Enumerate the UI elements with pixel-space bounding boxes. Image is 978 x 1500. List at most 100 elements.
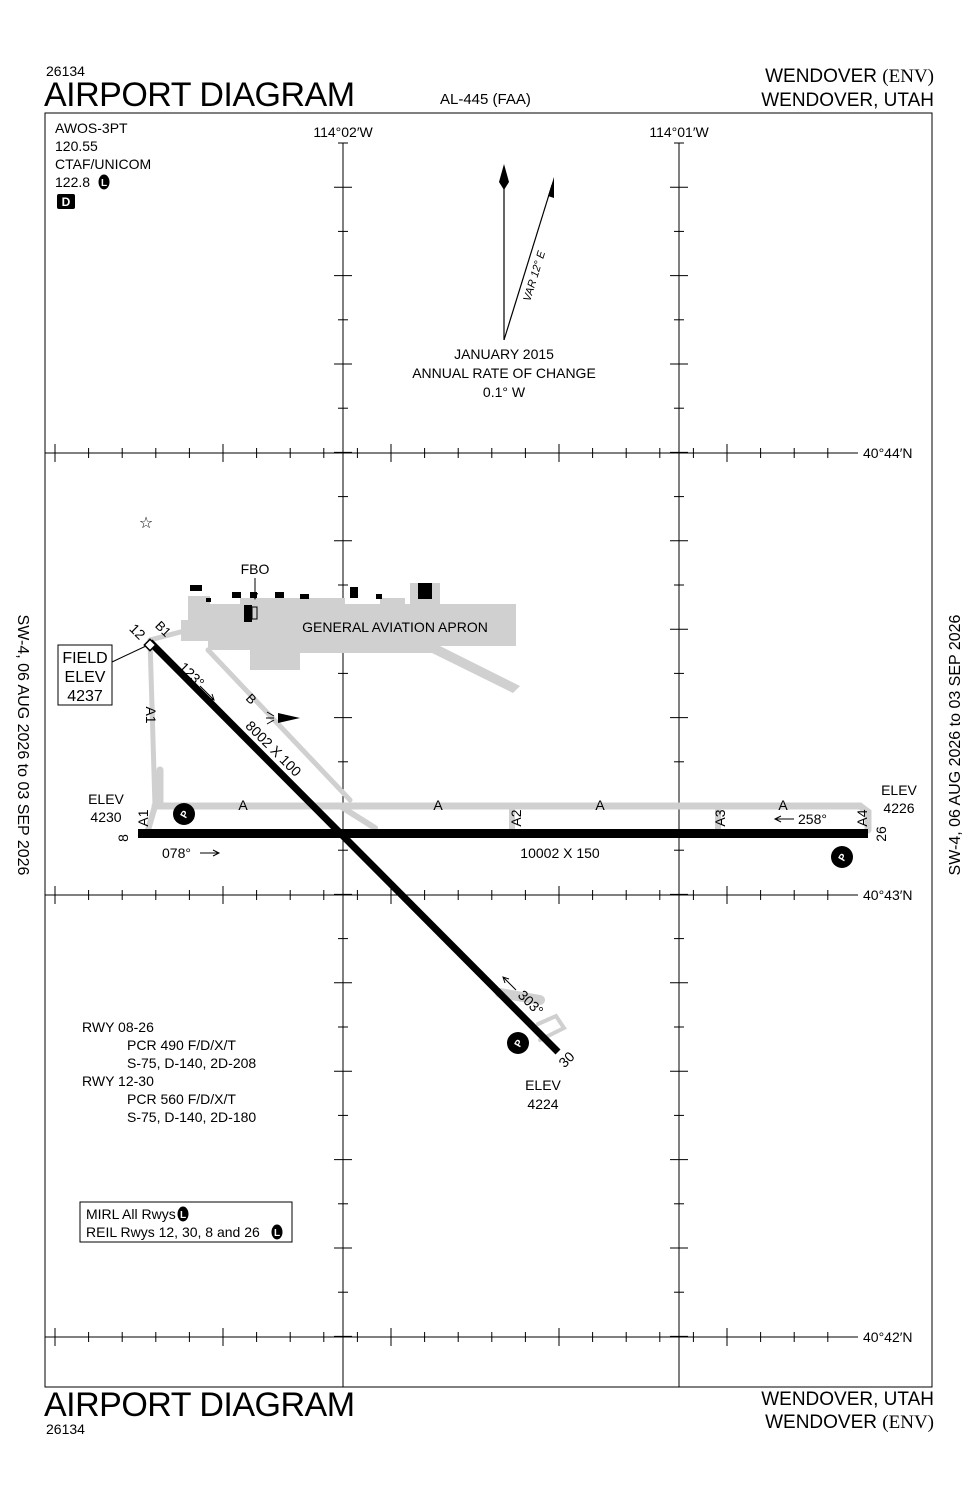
airport-code: (ENV) xyxy=(882,66,934,87)
taxiway-a1-label: A1 xyxy=(135,809,151,826)
elevation-label-rwy30: ELEV xyxy=(525,1077,561,1093)
elevation-value-rwy26: 4226 xyxy=(883,800,914,816)
buildings xyxy=(190,583,432,622)
building xyxy=(376,594,382,599)
taxiway-a2-label: A2 xyxy=(508,809,524,826)
elevation-label-rwy8: ELEV xyxy=(88,791,124,807)
runway-12-threshold xyxy=(143,638,157,652)
field-elevation-value: 4237 xyxy=(67,688,103,705)
runway-08-26 xyxy=(138,829,868,838)
field-elevation-leader xyxy=(111,645,147,663)
taxiway-connector-mid xyxy=(337,803,378,831)
airport-name-bottom: WENDOVER (ENV) xyxy=(765,1412,934,1434)
parking-letter: P xyxy=(513,1038,526,1050)
chart-id: AL-445 (FAA) xyxy=(440,91,531,108)
elevation-value-rwy8: 4230 xyxy=(90,809,121,825)
runway-info-rwy2-pcr: PCR 560 F/D/X/T xyxy=(127,1091,236,1107)
page-title-top: AIRPORT DIAGRAM xyxy=(44,76,355,114)
lon-label-east: 114°01′W xyxy=(649,124,709,140)
fbo-building xyxy=(244,605,252,622)
taxiway-a-label: A xyxy=(778,797,788,813)
ctaf-frequency: 122.8 xyxy=(55,174,90,190)
taxiway-a-label: A xyxy=(595,797,605,813)
heading-078: 078° xyxy=(162,845,191,861)
runup-pad-30 xyxy=(536,1013,567,1042)
runway-info-rwy2-label: RWY 12-30 xyxy=(82,1073,154,1089)
airspace-class-badge xyxy=(57,194,75,209)
taxiway-b xyxy=(205,647,353,803)
field-elevation-label: FIELD xyxy=(62,650,107,667)
airport-code: (ENV) xyxy=(882,1412,934,1433)
elevation-value-rwy30: 4224 xyxy=(527,1096,558,1112)
runup-area-30 xyxy=(495,988,545,1005)
building xyxy=(418,583,432,599)
fbo-leader-arrow-icon xyxy=(252,593,258,600)
building xyxy=(232,592,241,598)
elevation-label-rwy26: ELEV xyxy=(881,782,917,798)
runway-info-rwy1-pcr: PCR 490 F/D/X/T xyxy=(127,1037,236,1053)
windsock-light-icon xyxy=(266,711,275,725)
variation-epoch: JANUARY 2015 xyxy=(454,346,554,362)
pcl-badge-icon xyxy=(271,1224,283,1240)
doc-number-top: 26134 xyxy=(46,63,85,79)
taxiway-network xyxy=(145,627,872,1042)
taxiway-a1-connector xyxy=(145,803,158,833)
runway-12-30 xyxy=(147,639,561,1055)
beacon-icon: ☆ xyxy=(139,515,153,532)
rate-of-change-label: ANNUAL RATE OF CHANGE xyxy=(412,365,596,381)
runway-12-number: 12 xyxy=(126,620,148,642)
fuel-icon xyxy=(251,606,258,620)
parking-letter: P xyxy=(837,852,850,864)
parking-icon xyxy=(507,1032,529,1054)
pcl-badge-icon xyxy=(177,1206,189,1222)
doc-number-bottom: 26134 xyxy=(46,1421,85,1437)
awos-label: AWOS-3PT xyxy=(55,120,128,136)
magnetic-north-arrow-icon xyxy=(548,177,554,198)
pavement-gray xyxy=(181,583,520,693)
taxiway-a1-label: A1 xyxy=(143,706,159,723)
airport-city-top: WENDOVER, UTAH xyxy=(761,90,934,111)
heading-258: 258° xyxy=(798,811,827,827)
lighting-mirl: MIRL All Rwys xyxy=(86,1206,176,1222)
parking-icon xyxy=(173,803,195,825)
pcl-badge-icon xyxy=(98,174,110,190)
general-aviation-apron xyxy=(188,583,520,693)
heading-258-arrow-icon xyxy=(773,815,794,823)
runway-info-rwy1-label: RWY 08-26 xyxy=(82,1019,154,1035)
graticule xyxy=(45,143,858,1387)
magnetic-north-line xyxy=(503,184,553,341)
building xyxy=(206,598,211,602)
heading-123-arrow-icon xyxy=(199,685,215,701)
lon-label-west: 114°02′W xyxy=(313,124,373,140)
heading-078-arrow-icon xyxy=(200,849,221,857)
heading-303-arrow-icon xyxy=(502,976,517,991)
runway-26-number: 26 xyxy=(873,826,889,842)
pcl-badge-letter: L xyxy=(274,1228,280,1239)
lat-label-mid: 40°43′N xyxy=(863,887,912,903)
ctaf-label: CTAF/UNICOM xyxy=(55,156,151,172)
airport-city-bottom: WENDOVER, UTAH xyxy=(761,1389,934,1410)
heading-123: 123° xyxy=(176,659,208,691)
runway-info-rwy1-weights: S-75, D-140, 2D-208 xyxy=(127,1055,256,1071)
runway-30-number: 30 xyxy=(555,1048,577,1070)
page-title-bottom: AIRPORT DIAGRAM xyxy=(44,1386,355,1424)
building xyxy=(350,587,358,598)
airport-name-text: WENDOVER xyxy=(765,1412,878,1433)
lighting-reil: REIL Rwys 12, 30, 8 and 26 xyxy=(86,1224,260,1240)
apron-label: GENERAL AVIATION APRON xyxy=(302,619,488,635)
taxiway-a-label: A xyxy=(238,797,248,813)
parking-icon xyxy=(831,846,853,868)
taxiway-a-label: A xyxy=(433,797,443,813)
airport-name-text: WENDOVER xyxy=(765,66,878,87)
airspace-class-letter: D xyxy=(62,195,71,209)
graticule-ticks xyxy=(54,142,829,1346)
building xyxy=(300,594,309,599)
pcl-badge-letter: L xyxy=(180,1210,186,1221)
taxiway-a3-label: A3 xyxy=(712,809,728,826)
awos-frequency: 120.55 xyxy=(55,138,98,154)
apron-stub xyxy=(181,620,208,641)
windsock-icon xyxy=(278,713,300,723)
lat-label-top: 40°44′N xyxy=(863,445,912,461)
taxiway-a4-label: A4 xyxy=(854,809,870,826)
